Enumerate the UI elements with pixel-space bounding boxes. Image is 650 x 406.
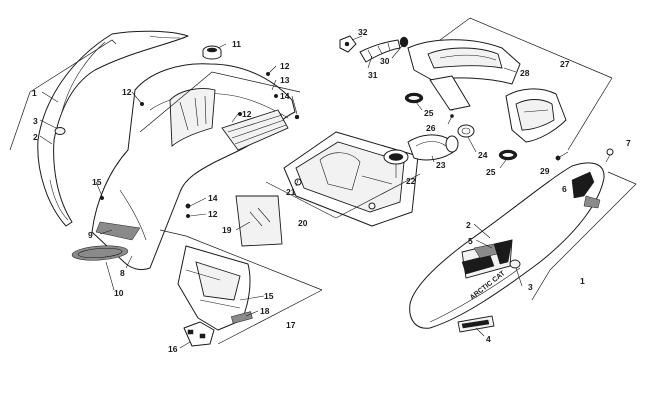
intake-silencer-assembly bbox=[407, 39, 567, 143]
callout-18: 18 bbox=[260, 306, 270, 316]
callout-16: 16 bbox=[168, 344, 178, 354]
nose-pan-bracket bbox=[139, 71, 301, 133]
air-box-tray bbox=[283, 131, 419, 227]
callout-5: 5 bbox=[468, 236, 473, 246]
callout-11: 11 bbox=[232, 39, 241, 49]
mounting-bracket bbox=[183, 321, 215, 347]
callout-19: 19 bbox=[222, 225, 232, 235]
callout-12-d: 12 bbox=[208, 209, 218, 219]
callout-labels: 1 3 2 11 12 12 13 14 12 15 14 12 9 8 10 … bbox=[32, 27, 631, 354]
callout-17: 17 bbox=[286, 320, 296, 330]
callout-12-b: 12 bbox=[280, 61, 290, 71]
callout-15-b: 15 bbox=[264, 291, 274, 301]
callout-15-a: 15 bbox=[92, 177, 102, 187]
callout-20: 20 bbox=[298, 218, 308, 228]
vent-fitting bbox=[339, 35, 357, 53]
callout-1-right: 1 bbox=[580, 276, 585, 286]
callout-22: 22 bbox=[406, 176, 416, 186]
intake-duct bbox=[407, 134, 459, 161]
clamp-ring bbox=[457, 124, 475, 138]
callout-8: 8 bbox=[120, 268, 125, 278]
leader-lines bbox=[39, 35, 581, 349]
callout-14-b: 14 bbox=[208, 193, 218, 203]
callout-3-right: 3 bbox=[528, 282, 533, 292]
lower-pan-bracket bbox=[159, 229, 323, 345]
right-side-panel: ARCTIC CAT bbox=[409, 162, 605, 333]
callout-6: 6 bbox=[562, 184, 567, 194]
callout-10: 10 bbox=[114, 288, 124, 298]
intake-boot bbox=[383, 149, 409, 165]
callout-30: 30 bbox=[380, 56, 390, 66]
callout-2-left: 2 bbox=[33, 132, 38, 142]
callout-3-left: 3 bbox=[33, 116, 38, 126]
push-pin-fastener bbox=[605, 148, 614, 163]
callout-2-right: 2 bbox=[466, 220, 471, 230]
callout-12-a: 12 bbox=[122, 87, 132, 97]
headlight-lens bbox=[71, 245, 129, 261]
callout-26: 26 bbox=[426, 123, 436, 133]
callout-13: 13 bbox=[280, 75, 290, 85]
left-side-panel bbox=[37, 30, 189, 227]
callout-24: 24 bbox=[478, 150, 488, 160]
right-panel-bracket bbox=[531, 171, 637, 301]
seal-rings bbox=[404, 92, 518, 161]
callout-25-a: 25 bbox=[424, 108, 434, 118]
callout-21: 21 bbox=[286, 187, 296, 197]
callout-14-a: 14 bbox=[280, 91, 290, 101]
callout-27: 27 bbox=[560, 59, 570, 69]
callout-23: 23 bbox=[436, 160, 446, 170]
callout-1-left: 1 bbox=[32, 88, 37, 98]
callout-32: 32 bbox=[358, 27, 368, 37]
lower-belly-pan bbox=[177, 245, 253, 331]
callout-12-c: 12 bbox=[242, 109, 252, 119]
retaining-screw bbox=[555, 151, 569, 161]
callout-29: 29 bbox=[540, 166, 550, 176]
intake-bracket bbox=[439, 17, 613, 151]
windshield-plate bbox=[235, 195, 283, 247]
hose-clamp bbox=[399, 36, 409, 48]
callout-7: 7 bbox=[626, 138, 631, 148]
grommet-cap bbox=[202, 45, 222, 60]
front-nose-pan bbox=[91, 63, 296, 271]
callout-25-b: 25 bbox=[486, 167, 496, 177]
left-panel-bracket bbox=[9, 39, 117, 151]
callout-9: 9 bbox=[88, 230, 93, 240]
callout-28: 28 bbox=[520, 68, 530, 78]
air-box-bracket bbox=[265, 173, 421, 219]
callout-31: 31 bbox=[368, 70, 378, 80]
callout-4: 4 bbox=[486, 334, 491, 344]
